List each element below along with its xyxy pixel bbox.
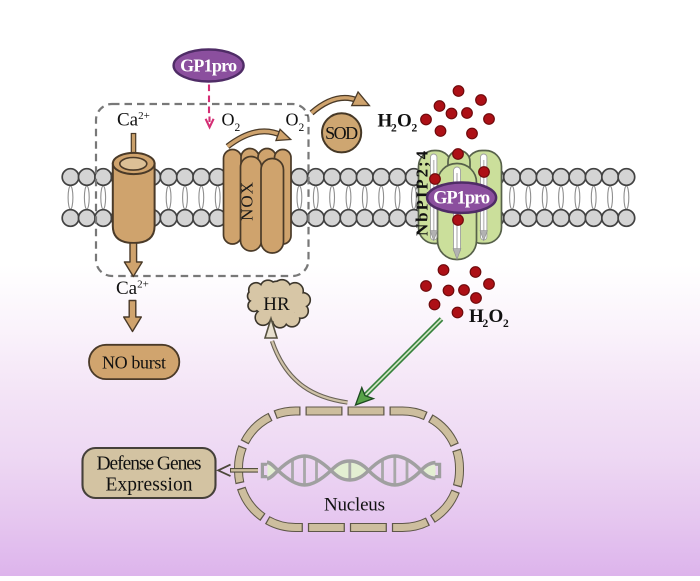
svg-text:HR: HR xyxy=(263,294,290,315)
svg-text:GP1pro: GP1pro xyxy=(433,189,490,209)
svg-text:NbPIP2;4: NbPIP2;4 xyxy=(413,149,432,236)
svg-text:H: H xyxy=(378,111,393,132)
svg-text:Defense Genes: Defense Genes xyxy=(97,454,202,475)
svg-text:2: 2 xyxy=(391,123,397,135)
svg-text:NO burst: NO burst xyxy=(102,353,166,373)
svg-text:Expression: Expression xyxy=(106,475,193,496)
svg-text:SOD: SOD xyxy=(325,123,358,143)
svg-text:Nucleus: Nucleus xyxy=(324,495,385,516)
svg-text:NOX: NOX xyxy=(238,181,257,221)
svg-text:GP1pro: GP1pro xyxy=(180,56,237,76)
svg-text:O: O xyxy=(397,111,412,132)
svg-text:2: 2 xyxy=(412,123,418,135)
svg-text:2: 2 xyxy=(503,318,509,330)
svg-text:H: H xyxy=(469,306,484,327)
svg-text:O: O xyxy=(489,306,504,327)
svg-text:2: 2 xyxy=(483,318,489,330)
